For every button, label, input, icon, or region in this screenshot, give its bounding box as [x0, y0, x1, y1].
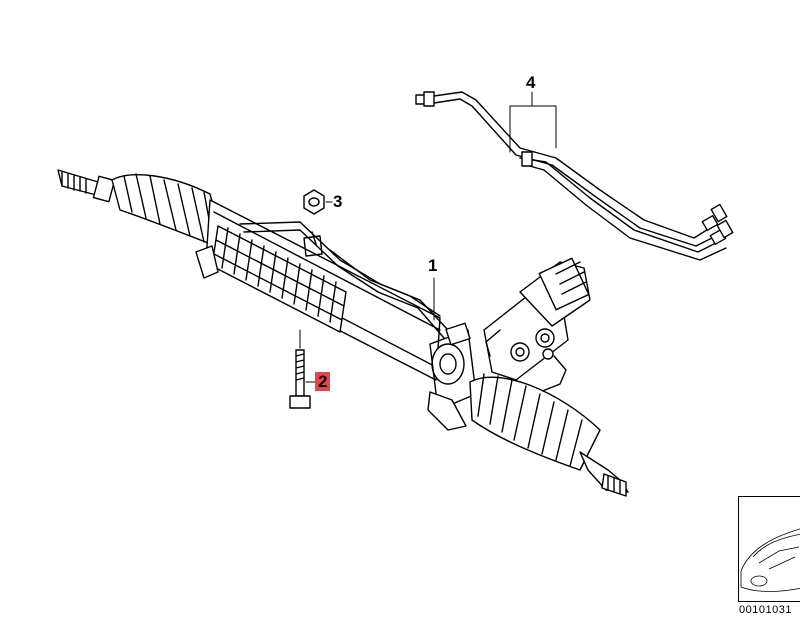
- vehicle-thumbnail: [738, 496, 800, 602]
- hydraulic-line-assembly: [415, 91, 734, 261]
- steering-rack: [57, 169, 629, 497]
- callout-1[interactable]: 1: [428, 256, 438, 275]
- car-outline-icon: [740, 528, 800, 592]
- callout-4[interactable]: 4: [526, 73, 536, 92]
- callout-2[interactable]: 2: [315, 372, 331, 391]
- hex-bolt: [289, 329, 317, 409]
- callout-3[interactable]: 3: [333, 192, 343, 211]
- hex-nut: [303, 189, 333, 257]
- reference-code: 00101031: [739, 604, 792, 616]
